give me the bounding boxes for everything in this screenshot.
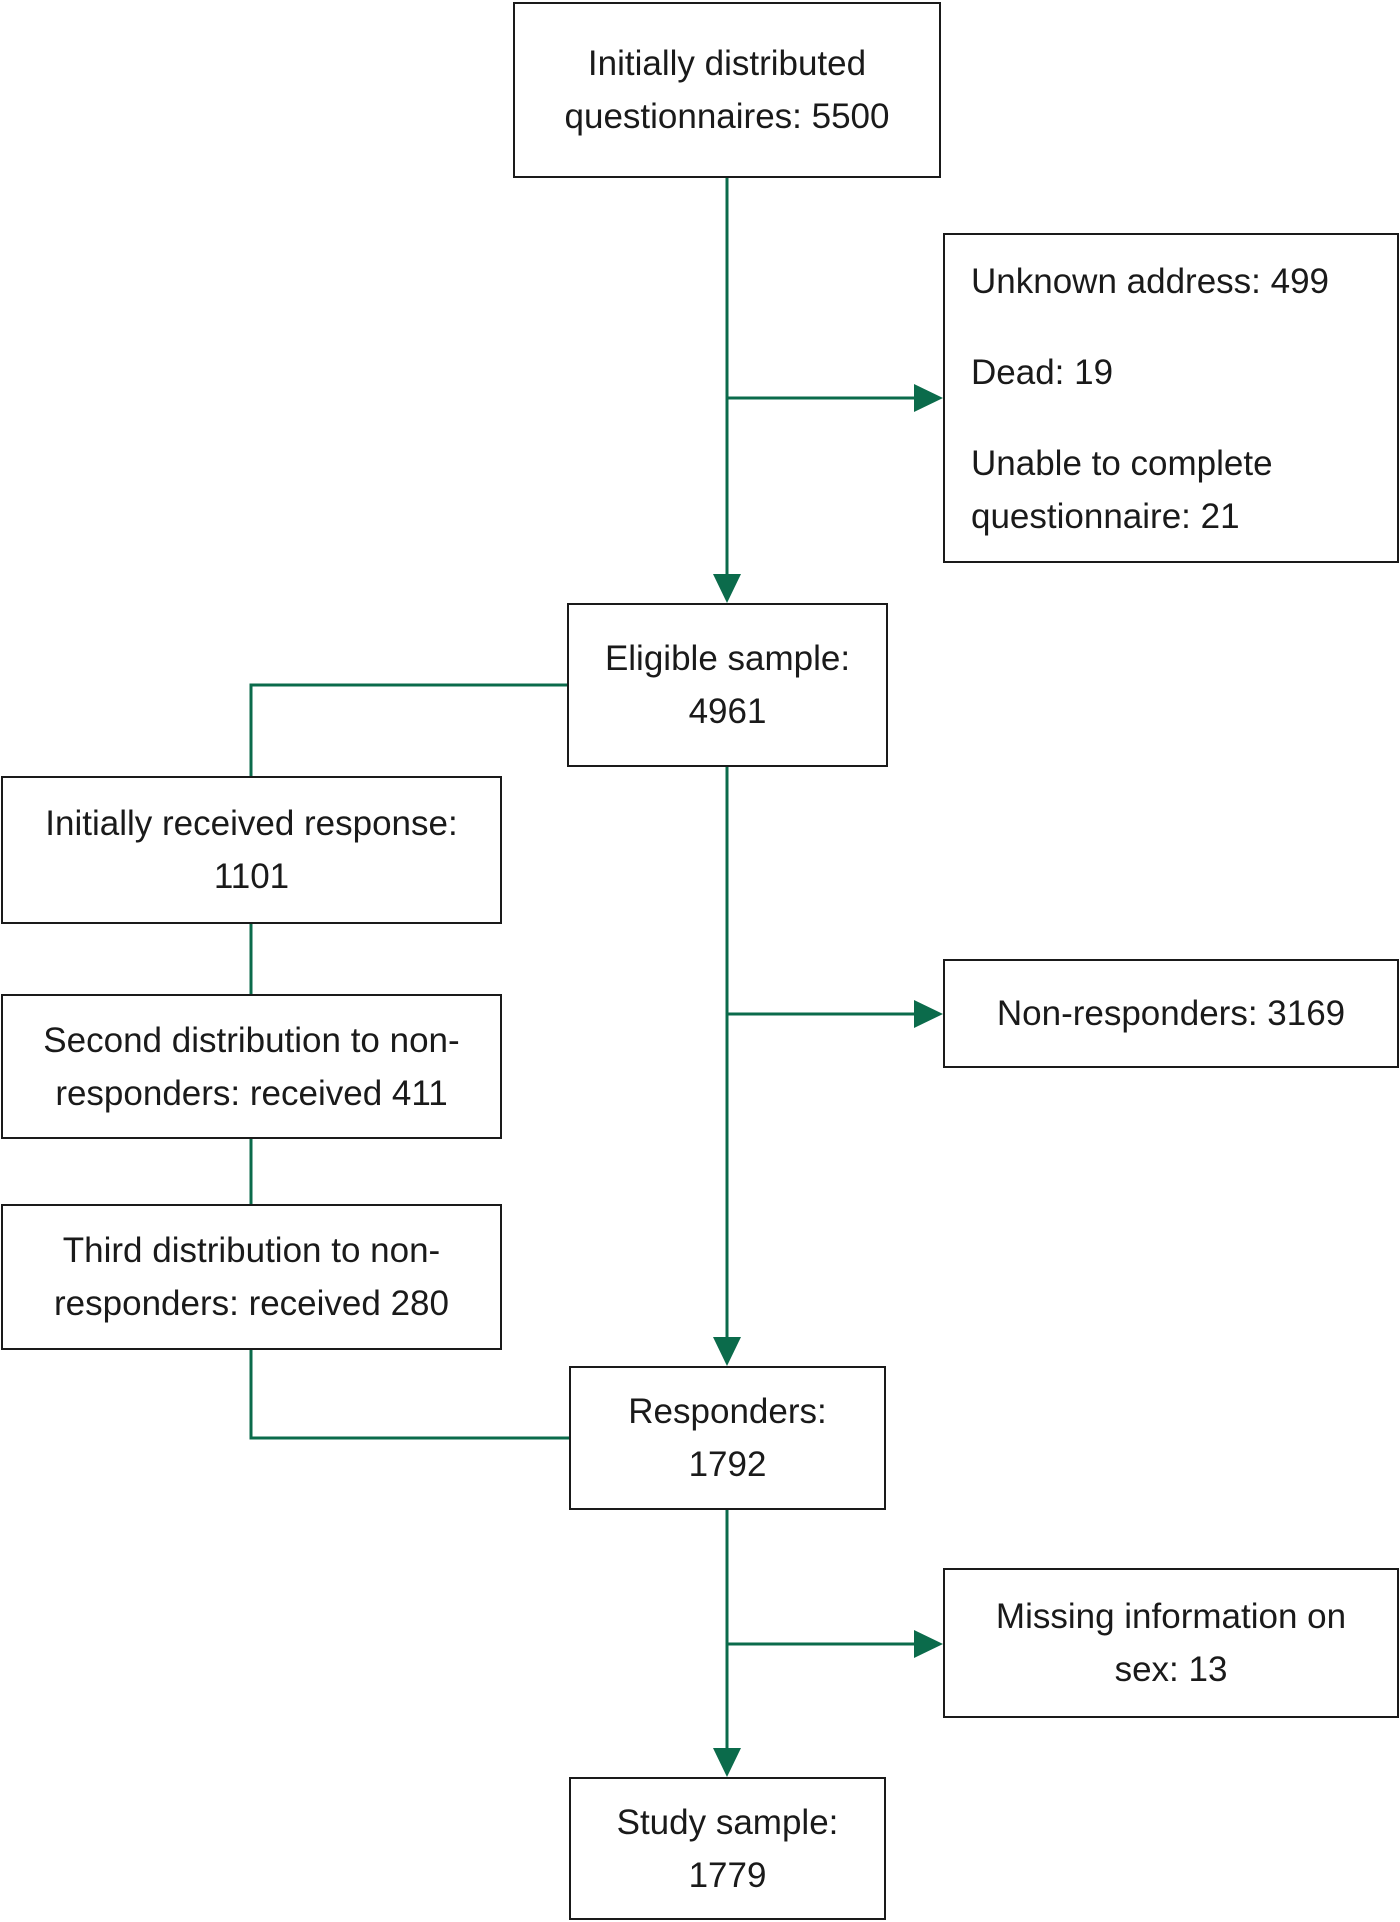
excluded-unknown-address: Unknown address: 499 [971, 262, 1329, 301]
box-text: responders: received 411 [55, 1073, 448, 1113]
box-text: Second distribution to non- [43, 1020, 460, 1060]
box-text: Initially distributed [587, 44, 867, 83]
box-initially-distributed: Initially distributed questionnaires: 55… [513, 2, 941, 178]
box-text: Study sample: [616, 1802, 839, 1842]
arrowhead-down-eligible [713, 574, 741, 603]
box-second-distribution: Second distribution to non- responders: … [1, 994, 502, 1139]
box-text: Initially received response: [45, 804, 458, 843]
box-text: 1792 [688, 1445, 767, 1484]
box-text: Eligible sample: [604, 639, 851, 678]
excluded-unable-to-complete: Unable to complete questionnaire: 21 [971, 437, 1273, 543]
excluded-dead: Dead: 19 [971, 353, 1114, 392]
box-text: Responders: [628, 1392, 827, 1431]
connector-eligible-to-initial-response [249, 683, 567, 776]
connector-third-to-responders [249, 1350, 569, 1440]
box-text: questionnaires: 5500 [564, 97, 890, 136]
box-third-distribution: Third distribution to non- responders: r… [1, 1204, 502, 1350]
box-study-sample: Study sample: 1779 [569, 1777, 886, 1920]
box-text: Third distribution to non- [62, 1231, 441, 1270]
box-text: Unable to complete [971, 444, 1273, 483]
box-eligible-sample: Eligible sample: 4961 [567, 603, 888, 767]
box-non-responders: Non-responders: 3169 [943, 959, 1399, 1068]
box-text: 1779 [688, 1855, 767, 1895]
box-initially-received-response: Initially received response: 1101 [1, 776, 502, 924]
box-text: 1101 [213, 857, 290, 896]
box-text: Non-responders: 3169 [996, 994, 1346, 1033]
box-text: 4961 [688, 692, 767, 731]
box-text: questionnaire: 21 [971, 497, 1240, 536]
box-text: sex: 13 [1114, 1650, 1228, 1689]
arrowhead-right-excluded [914, 384, 943, 412]
arrowhead-down-study [713, 1748, 741, 1777]
box-responders: Responders: 1792 [569, 1366, 886, 1510]
box-text: Missing information on [995, 1597, 1347, 1636]
box-excluded: Unknown address: 499 Dead: 19 Unable to … [943, 233, 1399, 563]
arrowhead-down-responders [713, 1337, 741, 1366]
box-missing-sex: Missing information on sex: 13 [943, 1568, 1399, 1718]
box-text: responders: received 280 [54, 1284, 449, 1323]
arrowhead-right-non-responders [914, 1000, 943, 1028]
arrowhead-right-missing-sex [914, 1630, 943, 1658]
